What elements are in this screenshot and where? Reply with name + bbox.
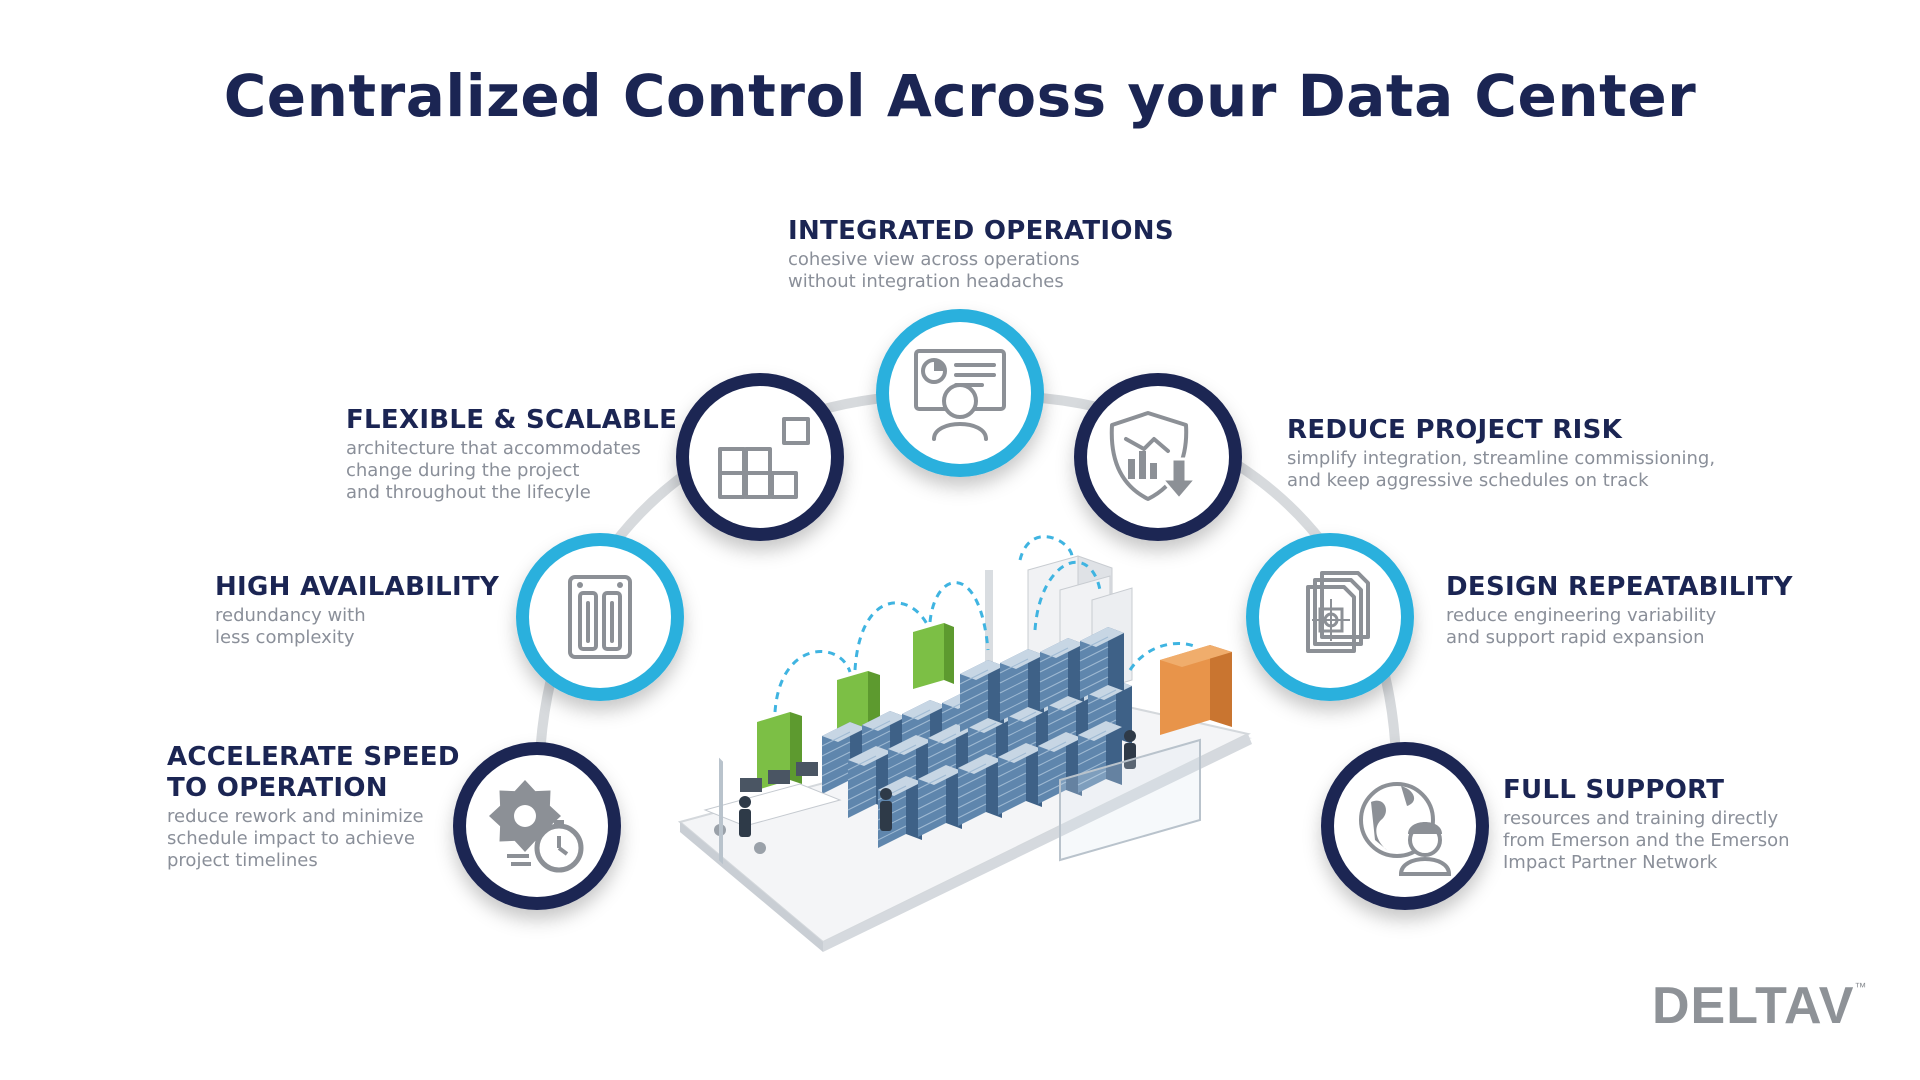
feature-repeatability: DESIGN REPEATABILITY reduce engineering … <box>1446 572 1793 649</box>
people <box>739 730 1136 837</box>
server-rack <box>1079 627 1124 699</box>
feature-description: simplify integration, streamline commiss… <box>1287 448 1715 492</box>
feature-node-availability <box>516 533 684 701</box>
network-links <box>773 535 1199 713</box>
feature-integrated: INTEGRATED OPERATIONS cohesive view acro… <box>788 216 1174 293</box>
desc-line: Impact Partner Network <box>1503 852 1718 873</box>
glass-partitions <box>719 738 1201 865</box>
feature-availability: HIGH AVAILABILITY redundancy with less c… <box>215 572 499 649</box>
feature-description: reduce rework and minimize schedule impa… <box>167 806 460 872</box>
globe-technician-icon <box>1359 782 1452 876</box>
feature-title: HIGH AVAILABILITY <box>215 572 499 603</box>
desc-line: from Emerson and the Emerson <box>1503 830 1790 851</box>
desc-line: change during the project <box>346 460 580 481</box>
node-face <box>689 386 831 528</box>
feature-risk: REDUCE PROJECT RISK simplify integration… <box>1287 415 1715 492</box>
title-line: INTEGRATED OPERATIONS <box>788 216 1174 246</box>
feature-description: cohesive view across operations without … <box>788 249 1174 293</box>
desc-line: simplify integration, streamline commiss… <box>1287 448 1716 469</box>
feature-node-risk <box>1074 373 1242 541</box>
feature-description: redundancy with less complexity <box>215 605 499 649</box>
feature-title: DESIGN REPEATABILITY <box>1446 572 1793 603</box>
feature-node-flexible <box>676 373 844 541</box>
title-line: FLEXIBLE & SCALABLE <box>346 405 678 435</box>
node-face <box>529 546 671 688</box>
desc-line: architecture that accommodates <box>346 438 641 459</box>
green-units <box>757 623 954 790</box>
feature-title: REDUCE PROJECT RISK <box>1287 415 1715 446</box>
page-title: Centralized Control Across your Data Cen… <box>223 62 1697 130</box>
title-line: HIGH AVAILABILITY <box>215 572 500 602</box>
trademark-symbol: ™ <box>1854 980 1868 994</box>
feature-title: FULL SUPPORT <box>1503 775 1790 806</box>
desc-line: cohesive view across operations <box>788 249 1080 270</box>
desc-line: and throughout the lifecyle <box>346 482 591 503</box>
desc-line: without integration headaches <box>788 271 1064 292</box>
desc-line: reduce rework and minimize <box>167 806 424 827</box>
feature-support: FULL SUPPORT resources and training dire… <box>1503 775 1790 874</box>
feature-flexible: FLEXIBLE & SCALABLE architecture that ac… <box>346 405 677 504</box>
desc-line: less complexity <box>215 627 355 648</box>
desc-line: redundancy with <box>215 605 366 626</box>
modular-blocks-icon <box>718 417 810 499</box>
title-line: REDUCE PROJECT RISK <box>1287 415 1623 445</box>
redundant-controllers-icon <box>568 575 632 659</box>
brand-name: DELTAV <box>1652 977 1855 1035</box>
desc-line: and support rapid expansion <box>1446 627 1705 648</box>
feature-node-integrated <box>876 309 1044 477</box>
title-line: DESIGN REPEATABILITY <box>1446 572 1793 602</box>
shield-chart-down-icon <box>1109 411 1200 502</box>
feature-description: resources and training directly from Eme… <box>1503 808 1790 874</box>
server-racks <box>821 627 1132 848</box>
feature-accelerate: ACCELERATE SPEED TO OPERATION reduce rew… <box>167 742 460 872</box>
node-face <box>1087 386 1229 528</box>
feature-description: architecture that accommodates change du… <box>346 438 677 504</box>
server-rack <box>1077 721 1122 793</box>
title-line: FULL SUPPORT <box>1503 775 1725 805</box>
desc-line: project timelines <box>167 850 318 871</box>
feature-title: ACCELERATE SPEED TO OPERATION <box>167 742 460 804</box>
cabinet-row-orange <box>1160 645 1232 735</box>
feature-description: reduce engineering variability and suppo… <box>1446 605 1793 649</box>
gear-stopwatch-icon <box>489 780 584 873</box>
data-center-illustration <box>677 535 1252 952</box>
feature-title: FLEXIBLE & SCALABLE <box>346 405 677 436</box>
desc-line: schedule impact to achieve <box>167 828 415 849</box>
title-line: TO OPERATION <box>167 773 388 803</box>
operator-dashboard-icon <box>914 349 1006 441</box>
desc-line: and keep aggressive schedules on track <box>1287 470 1649 491</box>
stacked-documents-icon <box>1306 571 1370 653</box>
feature-node-repeatability <box>1246 533 1414 701</box>
title-line: ACCELERATE SPEED <box>167 742 460 772</box>
desc-line: resources and training directly <box>1503 808 1779 829</box>
deltav-logo: DELTAV™ <box>1652 976 1867 1036</box>
feature-node-support <box>1321 742 1489 910</box>
feature-title: INTEGRATED OPERATIONS <box>788 216 1174 247</box>
feature-node-accelerate <box>453 742 621 910</box>
desc-line: reduce engineering variability <box>1446 605 1717 626</box>
